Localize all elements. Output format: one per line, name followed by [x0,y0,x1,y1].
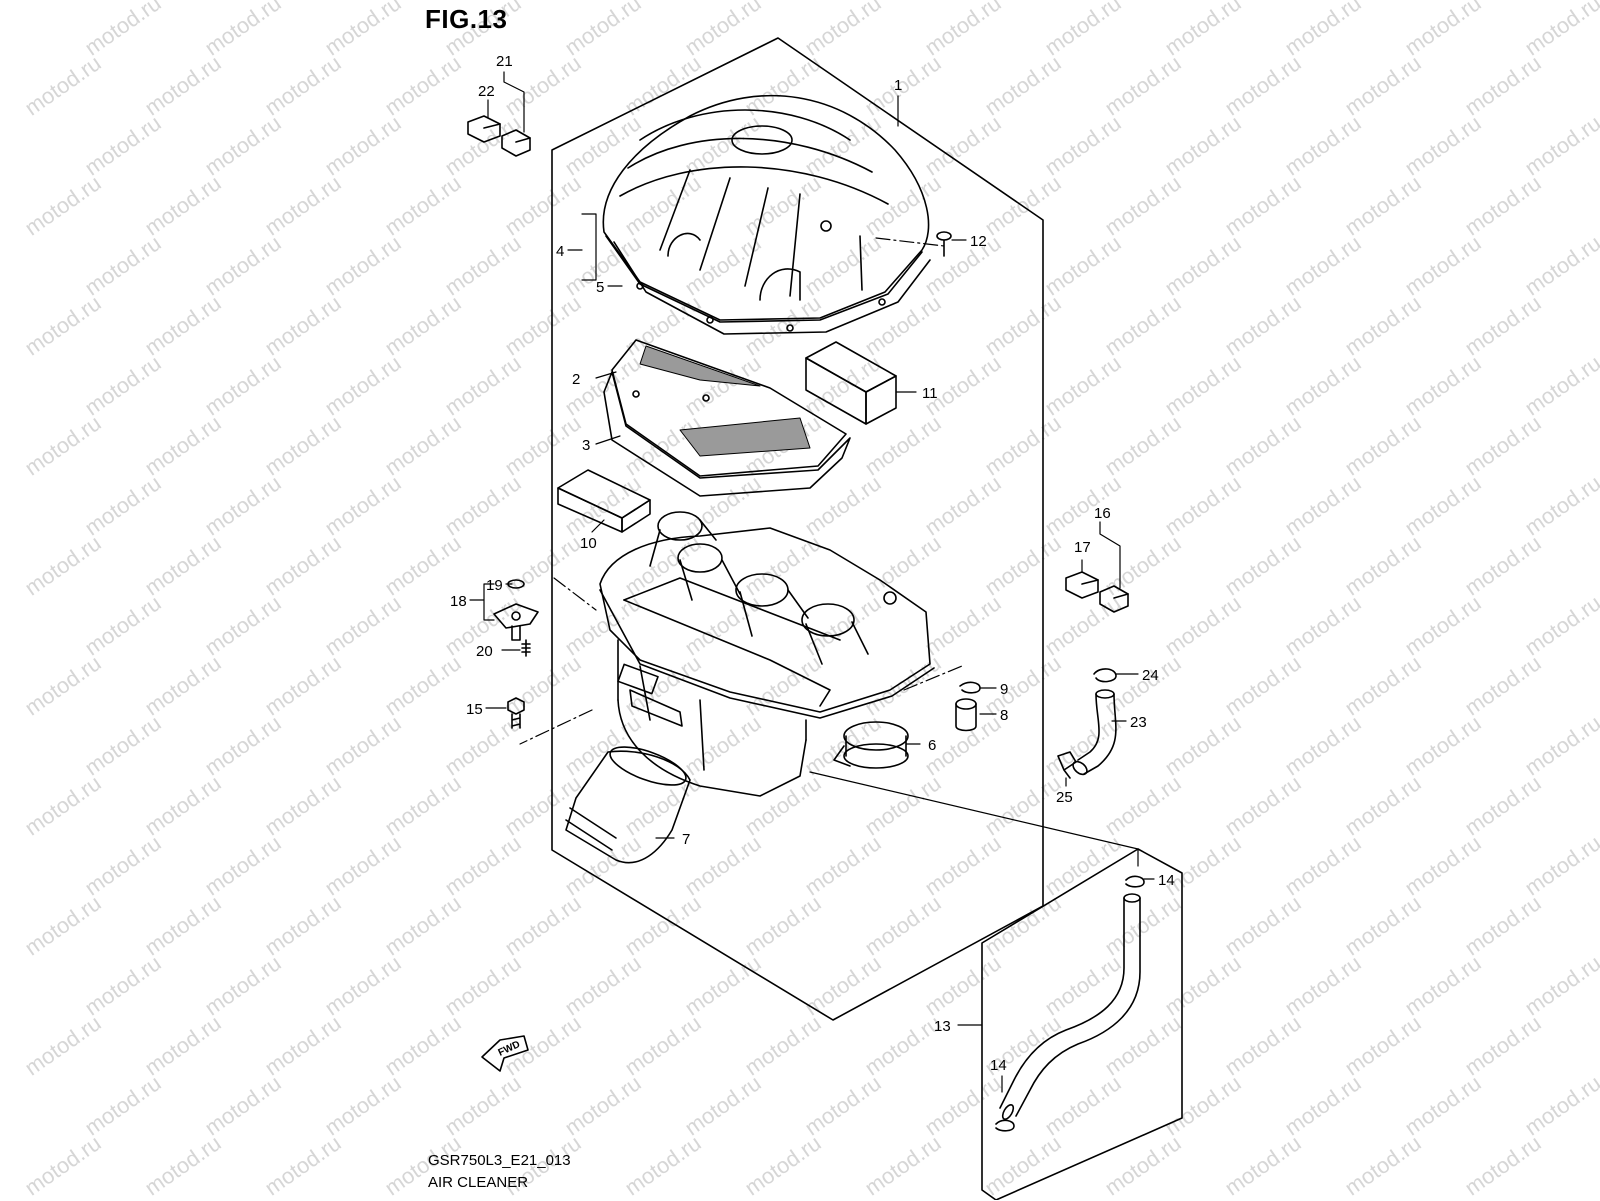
callout-21: 21 [496,53,513,70]
diagram-caption: AIR CLEANER [428,1174,529,1191]
callout-1: 1 [894,77,902,94]
callout-12: 12 [970,233,987,250]
clamp-band [833,721,909,769]
clip-9 [959,681,981,694]
connector-16-17 [1065,571,1129,613]
cap-8 [955,698,977,732]
callout-9: 9 [1000,681,1008,698]
air-cleaner-case [599,511,935,797]
callout-4: 4 [556,243,564,260]
callout-labels: 1 2 3 4 5 6 7 8 9 10 11 12 13 14 14 15 1… [450,53,1175,1074]
callout-18: 18 [450,593,467,610]
callout-16: 16 [1094,505,1111,522]
callout-20: 20 [476,643,493,660]
clip-24 [1093,668,1117,683]
callout-25: 25 [1056,789,1073,806]
callout-19: 19 [486,577,503,594]
callout-17: 17 [1074,539,1091,556]
fwd-arrow-icon: FWD [481,1035,529,1072]
drain-hose-frame [981,848,1183,1200]
callout-24: 24 [1142,667,1159,684]
callout-14b: 14 [990,1057,1007,1074]
clip-25 [1057,751,1077,779]
callout-11: 11 [922,385,938,402]
drain-hose [995,875,1145,1132]
callout-10: 10 [580,535,597,552]
callout-2: 2 [572,371,580,388]
filter-element [603,339,851,497]
foam-block-10 [557,469,651,533]
callout-15: 15 [466,701,483,718]
callout-14a: 14 [1158,872,1175,889]
foam-block-11 [805,341,897,425]
callout-13: 13 [934,1018,951,1035]
callout-3: 3 [582,437,590,454]
intake-duct [565,746,691,864]
hose-23 [1072,689,1117,776]
bolt-15 [507,697,525,729]
diagram-code: GSR750L3_E21_013 [428,1152,571,1169]
callout-22: 22 [478,83,495,100]
air-cleaner-cap [602,94,931,335]
screw-12 [936,231,952,257]
callout-6: 6 [928,737,936,754]
callout-leaders [469,71,1155,1093]
connector-21-22 [467,115,531,157]
callout-5: 5 [596,279,604,296]
callout-23: 23 [1130,714,1147,731]
callout-8: 8 [1000,707,1008,724]
figure-title: FIG.13 [425,4,508,34]
guide-lines [519,237,1139,867]
callout-7: 7 [682,831,690,848]
